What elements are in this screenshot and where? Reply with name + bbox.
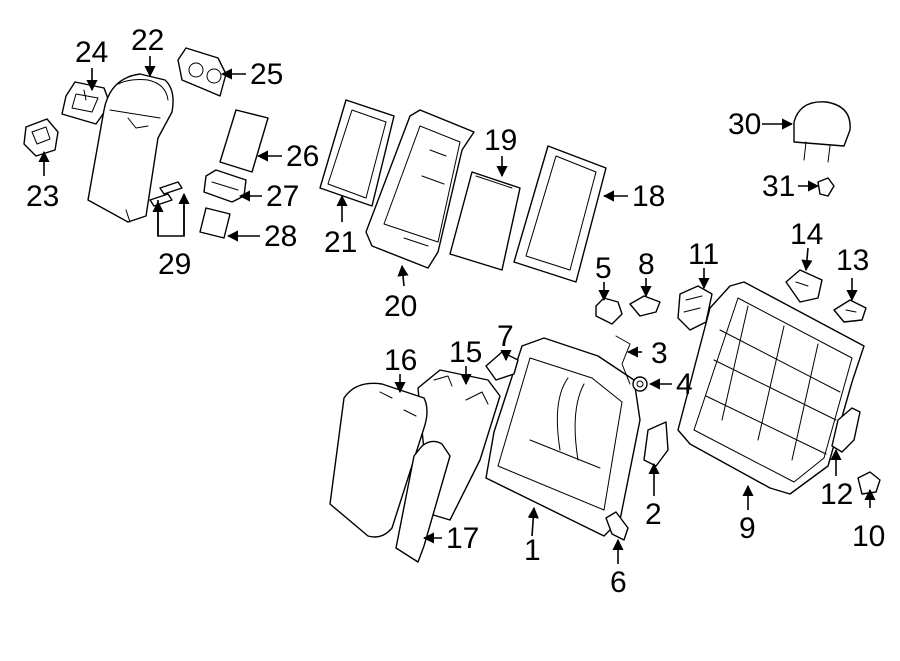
callout-2: 2 [645,498,662,531]
part-5-bracket [595,297,623,325]
callout-19: 19 [484,124,517,157]
callout-9: 9 [739,512,756,545]
part-9-seatback-frame [677,281,865,495]
part-23-clip [23,118,59,157]
callout-15: 15 [449,336,482,369]
callout-labels: 1 2 3 4 5 6 7 8 9 10 11 12 13 14 15 16 1… [26,24,885,599]
callout-12: 12 [820,478,853,511]
callout-6: 6 [610,566,627,599]
part-18-frame [513,145,607,283]
part-4-washer [632,376,648,392]
part-14-clip [785,269,823,303]
part-13-clip [833,299,867,323]
part-17-side-panel [395,440,451,563]
part-29-clips [149,181,183,207]
part-26-pad [219,109,269,173]
callout-14: 14 [790,218,823,251]
part-6-bracket [605,511,629,541]
part-22-center-armrest [87,73,174,223]
callout-21: 21 [324,226,357,259]
callout-23: 23 [26,180,59,213]
part-27-cover [203,169,247,203]
callout-1: 1 [524,534,541,567]
part-16-seatback-cushion [329,382,428,538]
part-31-guide [817,177,835,197]
part-12-bracket [831,407,861,453]
callout-29: 29 [158,248,191,281]
part-2-bracket [643,421,669,467]
callout-18: 18 [632,180,665,213]
part-19-cushion-pad [449,171,521,271]
callout-22: 22 [131,24,164,57]
part-21-frame-panel [319,99,395,207]
callout-3: 3 [651,337,668,370]
callout-31: 31 [762,170,795,203]
callout-8: 8 [638,248,655,281]
callout-26: 26 [286,140,319,173]
callout-4: 4 [676,368,693,401]
part-20-seatback-panel [365,109,475,269]
callout-30: 30 [728,108,761,141]
callout-5: 5 [595,252,612,285]
leader-lines [38,56,876,564]
callout-10: 10 [852,520,885,553]
callout-24: 24 [75,36,108,69]
part-8-bracket [629,295,661,317]
callout-17: 17 [446,522,479,555]
callout-13: 13 [836,244,869,277]
part-10-knob [857,471,881,495]
part-3-rod [615,335,631,385]
callout-27: 27 [266,180,299,213]
callout-11: 11 [688,238,719,271]
part-28-pad [199,207,231,239]
part-30-headrest [793,101,851,163]
callout-7: 7 [497,320,514,353]
part-25-cupholder-bracket [177,47,227,97]
callout-28: 28 [264,220,297,253]
part-1-seat-frame [485,337,641,537]
callout-20: 20 [384,290,417,323]
callout-16: 16 [384,344,417,377]
callout-25: 25 [250,58,283,91]
